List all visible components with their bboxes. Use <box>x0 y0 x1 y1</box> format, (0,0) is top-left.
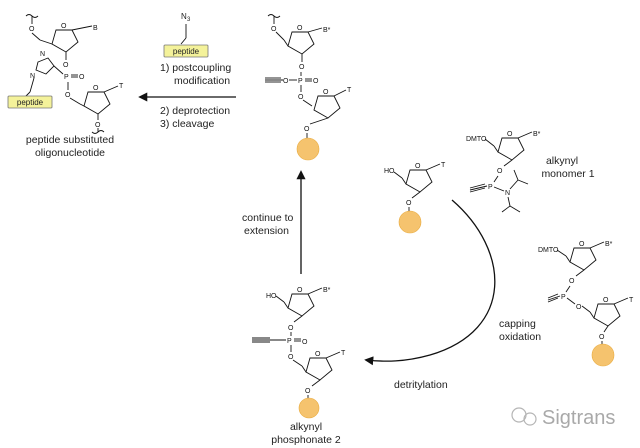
svg-text:O: O <box>95 122 101 129</box>
svg-text:O: O <box>304 126 310 133</box>
coupled-dimer-structure: DMTO O B* O P O O T O <box>538 241 634 346</box>
product-label-line2: oligonucleotide <box>35 147 105 159</box>
svg-text:peptide: peptide <box>17 98 44 107</box>
svg-text:O: O <box>63 62 69 69</box>
svg-text:O: O <box>305 388 311 395</box>
detritylation-label: detritylation <box>394 379 448 391</box>
svg-text:O: O <box>93 85 99 92</box>
continue-line1: continue to <box>242 212 294 224</box>
svg-text:N: N <box>40 51 45 58</box>
start-nucleoside: HO O T O <box>384 162 446 212</box>
peptide-tag-product: peptide <box>7 95 53 109</box>
svg-text:O: O <box>298 94 304 101</box>
svg-text:HO: HO <box>266 293 277 300</box>
step1-line2: modification <box>174 75 230 87</box>
svg-text:P: P <box>561 294 566 301</box>
svg-text:3: 3 <box>187 17 191 23</box>
step3-label: 3) cleavage <box>160 118 214 130</box>
svg-text:O: O <box>576 304 582 311</box>
bead-dimer <box>591 343 615 367</box>
svg-text:Sigtrans: Sigtrans <box>542 407 615 429</box>
svg-text:O: O <box>29 26 35 33</box>
svg-text:O: O <box>283 78 289 85</box>
monomer-structure: DMTO O B* O P N <box>466 131 541 213</box>
svg-text:DMTO: DMTO <box>466 136 487 143</box>
peptide-tag-reagent: peptide <box>163 44 209 58</box>
svg-text:O: O <box>288 354 294 361</box>
azide-reagent: N 3 <box>180 12 191 45</box>
svg-text:O: O <box>299 64 305 71</box>
svg-text:N: N <box>30 73 35 80</box>
step1-line1: 1) postcoupling <box>160 62 231 74</box>
svg-text:N: N <box>505 190 510 197</box>
monomer-label-line2: monomer 1 <box>541 168 594 180</box>
watermark: Sigtrans <box>511 407 615 429</box>
svg-text:T: T <box>347 87 352 94</box>
svg-text:B*: B* <box>605 241 613 248</box>
svg-text:O: O <box>599 334 605 341</box>
svg-text:HO: HO <box>384 168 395 175</box>
svg-text:O: O <box>569 278 575 285</box>
phosphonate-label-line1: alkynyl <box>290 421 322 433</box>
bead-start <box>398 210 422 234</box>
svg-text:T: T <box>441 162 446 169</box>
bead-top <box>296 137 320 161</box>
monomer-label-line1: alkynyl <box>546 155 578 167</box>
svg-text:O: O <box>406 200 412 207</box>
svg-text:B*: B* <box>323 27 331 34</box>
svg-text:DMTO: DMTO <box>538 247 559 254</box>
svg-text:O: O <box>65 92 71 99</box>
svg-text:O: O <box>297 287 303 294</box>
svg-text:B: B <box>93 25 98 32</box>
svg-text:O: O <box>507 131 513 138</box>
capping-line2: oxidation <box>499 331 541 343</box>
svg-text:O: O <box>603 297 609 304</box>
phosphonate-label-line2: phosphonate 2 <box>271 434 341 446</box>
svg-text:O: O <box>313 78 319 85</box>
continue-line2: extension <box>244 225 289 237</box>
svg-text:P: P <box>488 184 493 191</box>
svg-text:O: O <box>297 25 303 32</box>
svg-text:O: O <box>315 351 321 358</box>
svg-text:T: T <box>341 350 346 357</box>
phosphonate-structure: HO O B* O P O O O T O <box>252 287 346 399</box>
capping-line1: capping <box>499 318 536 330</box>
step2-label: 2) deprotection <box>160 105 230 117</box>
svg-text:P: P <box>64 74 69 81</box>
cycle-arrow <box>364 199 496 366</box>
svg-text:T: T <box>119 83 124 90</box>
svg-text:P: P <box>287 338 292 345</box>
bead-phosphonate <box>298 397 320 419</box>
svg-text:P: P <box>298 78 303 85</box>
svg-text:O: O <box>79 74 85 81</box>
svg-text:peptide: peptide <box>173 47 200 56</box>
svg-text:O: O <box>323 89 329 96</box>
svg-text:N: N <box>181 12 187 21</box>
svg-text:O: O <box>415 163 421 170</box>
svg-text:T: T <box>629 297 634 304</box>
svg-text:O: O <box>288 325 294 332</box>
svg-text:O: O <box>579 241 585 248</box>
svg-text:B*: B* <box>323 287 331 294</box>
svg-text:B*: B* <box>533 131 541 138</box>
svg-text:O: O <box>271 26 277 33</box>
svg-text:O: O <box>497 168 503 175</box>
svg-text:O: O <box>302 339 308 346</box>
svg-text:O: O <box>61 23 67 30</box>
product-label-line1: peptide substituted <box>26 134 114 146</box>
product-structure: O B O O P O N N O O T O <box>23 14 124 134</box>
top-phosphonate-structure: O O B* O O P O O O T O <box>265 14 352 138</box>
